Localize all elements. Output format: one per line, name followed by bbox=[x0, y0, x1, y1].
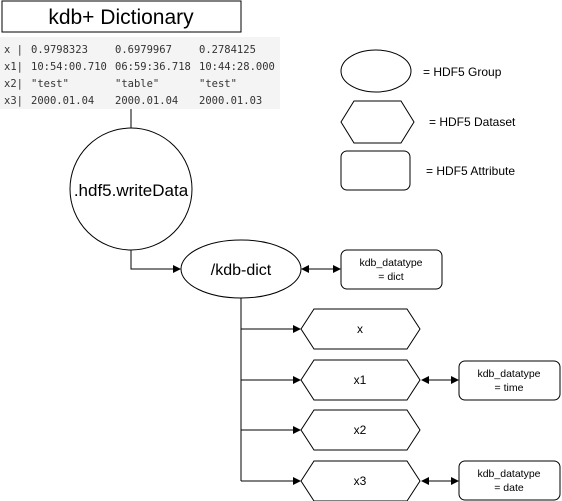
arrowhead bbox=[451, 477, 459, 485]
dataset-x-hexagon bbox=[300, 308, 421, 350]
code-row-key: x3| bbox=[4, 95, 23, 107]
arrowhead bbox=[293, 477, 301, 485]
dataset-x1-label: x1 bbox=[354, 373, 367, 387]
code-cell: 2000.01.04 bbox=[31, 95, 94, 107]
dataset-x1-hexagon bbox=[300, 359, 421, 401]
legend-group-ellipse bbox=[340, 49, 412, 93]
code-table: x | 0.9798323 0.6979967 0.2784125 x1| 10… bbox=[4, 44, 275, 107]
arrowhead bbox=[293, 325, 301, 333]
write-data-label: .hdf5.writeData bbox=[74, 181, 189, 200]
x3-attribute-value: = date bbox=[494, 482, 524, 494]
code-cell: 0.9798323 bbox=[31, 44, 88, 56]
write-to-group-connector bbox=[130, 250, 174, 270]
dataset-x3-hexagon bbox=[300, 460, 421, 501]
legend-attribute-label: = HDF5 Attribute bbox=[426, 164, 515, 178]
x1-attribute-value: = time bbox=[495, 382, 524, 394]
code-cell: 10:54:00.710 bbox=[31, 61, 107, 73]
code-cell: 0.6979967 bbox=[115, 44, 172, 56]
group-attribute-box bbox=[340, 249, 443, 290]
title-box bbox=[1, 0, 242, 33]
code-cell: 0.2784125 bbox=[199, 44, 256, 56]
arrowhead bbox=[421, 376, 429, 384]
group-attribute-value: = dict bbox=[378, 271, 403, 283]
code-row-key: x | bbox=[4, 44, 23, 56]
code-row-key: x1| bbox=[4, 61, 23, 73]
dataset-x-label: x bbox=[357, 322, 363, 336]
legend-attribute-rect bbox=[340, 150, 411, 191]
dataset-x3-label: x3 bbox=[354, 474, 367, 488]
arrowhead bbox=[421, 477, 429, 485]
code-row-key: x2| bbox=[4, 78, 23, 90]
code-cell: 2000.01.04 bbox=[115, 95, 178, 107]
x1-attribute-box bbox=[458, 360, 561, 401]
code-cell: "test" bbox=[31, 78, 69, 90]
arrowhead bbox=[173, 265, 181, 273]
dataset-x2-label: x2 bbox=[354, 423, 367, 437]
dataset-x2-hexagon bbox=[300, 409, 421, 451]
code-cell: 10:44:28.000 bbox=[199, 61, 275, 73]
arrowhead bbox=[301, 265, 309, 273]
code-cell: 06:59:36.718 bbox=[115, 61, 191, 73]
group-attribute-name: kdb_datatype bbox=[359, 257, 422, 269]
arrowhead bbox=[333, 265, 341, 273]
arrowhead bbox=[451, 376, 459, 384]
legend-dataset-hexagon bbox=[340, 100, 415, 144]
code-cell: 2000.01.03 bbox=[199, 95, 262, 107]
code-cell: "test" bbox=[199, 78, 237, 90]
legend-group-label: = HDF5 Group bbox=[423, 65, 502, 79]
arrowhead bbox=[293, 426, 301, 434]
diagram-title: kdb+ Dictionary bbox=[48, 6, 194, 29]
x3-attribute-box bbox=[458, 460, 561, 501]
code-table-background bbox=[0, 37, 280, 109]
group-label: /kdb-dict bbox=[211, 262, 272, 279]
x1-attribute-name: kdb_datatype bbox=[477, 368, 540, 380]
arrowhead bbox=[293, 376, 301, 384]
x3-attribute-name: kdb_datatype bbox=[477, 468, 540, 480]
code-cell: "table" bbox=[115, 78, 159, 90]
legend-dataset-label: = HDF5 Dataset bbox=[429, 115, 516, 129]
